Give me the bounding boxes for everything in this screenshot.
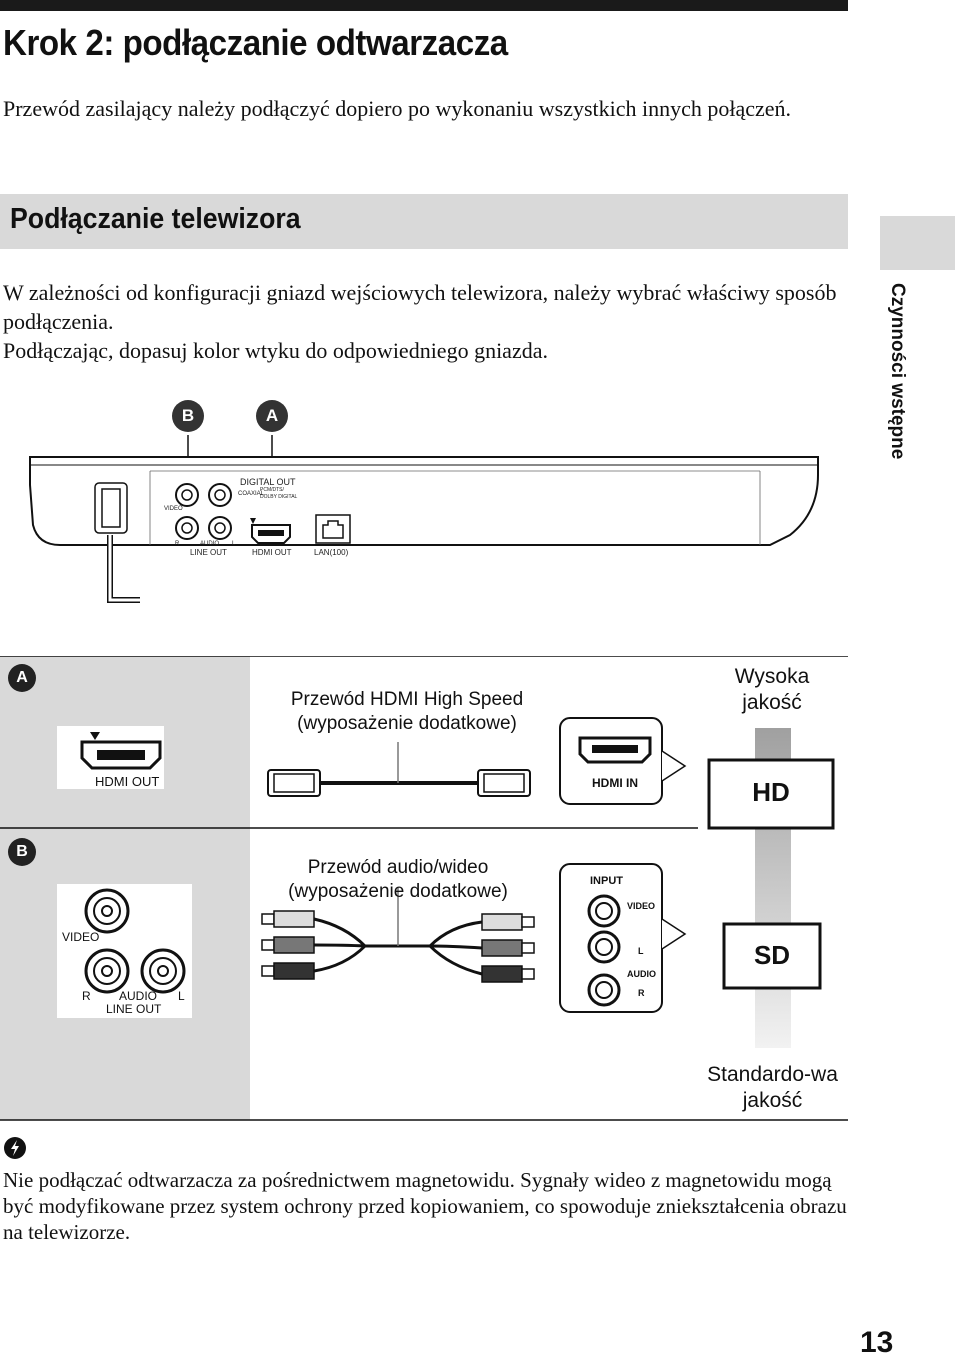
hdmi-out-label: HDMI OUT — [252, 548, 292, 557]
badge-b: B — [172, 400, 204, 432]
tv-input-label: INPUT — [590, 875, 623, 887]
tv-video-label: VIDEO — [627, 901, 656, 911]
tip-icon — [3, 1136, 27, 1160]
row-a-player-jack: HDMI OUT — [95, 774, 160, 789]
tv-audio-label: AUDIO — [627, 969, 656, 979]
rear-panel-illustration: B A DIGITAL OUT COAXIAL PCM/DTS/ DOLBY D… — [0, 395, 848, 610]
coaxial-label: COAXIAL — [238, 491, 265, 497]
row-b-player-audio: AUDIO — [119, 989, 158, 1003]
row-b-player-video: VIDEO — [62, 930, 100, 944]
section-band — [0, 194, 848, 249]
row-a-cable-label: Przewód HDMI High Speed (wyposażenie dod… — [290, 689, 524, 734]
tv-r-label: R — [638, 988, 645, 998]
section-title: Podłączanie telewizora — [10, 203, 301, 235]
pcm-label-1: PCM/DTS/ — [260, 487, 284, 493]
video-label: VIDEO — [164, 506, 183, 512]
digital-out-label: DIGITAL OUT — [240, 477, 296, 487]
page-title: Krok 2: podłączanie odtwarzacza — [3, 22, 508, 63]
section-text: W zależności od konfiguracji gniazd wejś… — [3, 278, 843, 365]
connection-diagram: A HDMI OUT Przewód HDMI High Speed (wypo… — [0, 655, 848, 1122]
row-b-player-r: R — [82, 989, 91, 1003]
high-quality-label: Wysoka jakość — [734, 665, 810, 714]
row-b-badge: B — [8, 838, 36, 866]
row-b-cable-label: Przewód audio/wideo (wyposażenie dodatko… — [288, 857, 508, 902]
line-out-label: LINE OUT — [190, 548, 227, 557]
side-label: Czynności wstępne — [887, 283, 908, 460]
r-label: R — [175, 541, 180, 547]
lan-label: LAN(100) — [314, 548, 349, 557]
section-text-2: Podłączając, dopasuj kolor wtyku do odpo… — [3, 338, 548, 363]
row-a-tv-jack: HDMI IN — [592, 776, 638, 790]
l-label: L — [232, 541, 236, 547]
row-a-badge: A — [8, 664, 36, 692]
section-text-1: W zależności od konfiguracji gniazd wejś… — [3, 280, 837, 334]
connection-drawing — [0, 655, 848, 1121]
badge-a: A — [256, 400, 288, 432]
audio-label: AUDIO — [200, 541, 220, 547]
side-tab — [880, 216, 955, 270]
page-number: 13 — [860, 1326, 894, 1359]
row-b-player-line-out: LINE OUT — [106, 1002, 162, 1016]
pcm-label-2: DOLBY DIGITAL — [260, 494, 298, 500]
sd-badge: SD — [753, 940, 791, 970]
row-b-player-l: L — [178, 989, 185, 1003]
tv-l-label: L — [638, 946, 644, 956]
hd-badge: HD — [752, 777, 790, 807]
standard-quality-label: Standardo-wa jakość — [707, 1063, 838, 1112]
rear-panel-drawing — [29, 435, 819, 603]
intro-text: Przewód zasilający należy podłączyć dopi… — [3, 96, 792, 121]
top-rule — [0, 0, 848, 11]
note-text: Nie podłączać odtwarzacza za pośrednictw… — [3, 1168, 847, 1244]
